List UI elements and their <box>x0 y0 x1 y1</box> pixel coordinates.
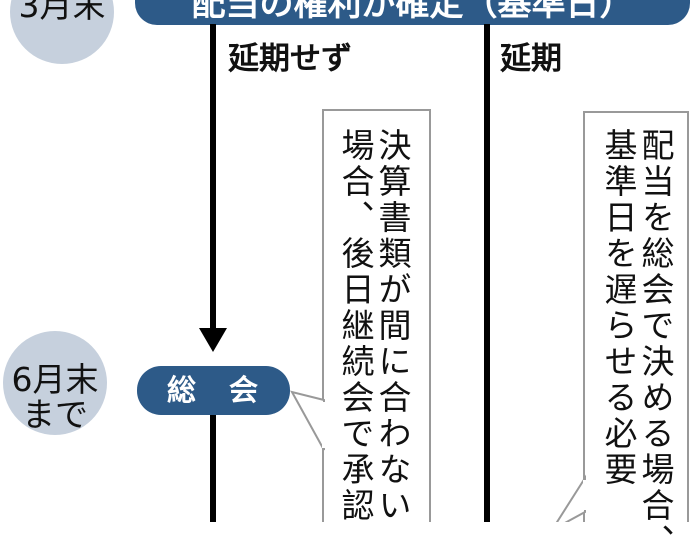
note-left-line1: 決算書類が間に合わない <box>373 128 412 524</box>
banner-title: 配当の権利が確定（基準日） <box>191 0 634 24</box>
note-right-line1: 配当を総会で決める場合、 <box>636 128 675 560</box>
meeting-label: 総 会 <box>166 373 260 407</box>
note-right-box <box>583 111 689 522</box>
note-left-line2: 場合、後日継続会で承認 <box>336 128 375 524</box>
note-right-tail <box>555 474 586 522</box>
march-label: 3月末 <box>18 0 106 25</box>
june-label-line1: 6月末 <box>11 360 99 399</box>
arrow-down-icon <box>199 328 227 352</box>
branch-no-postpone: 延期せず <box>228 41 352 77</box>
march-circle <box>10 0 114 64</box>
june-circle <box>3 331 107 435</box>
branch-postpone: 延期 <box>500 41 562 77</box>
note-right-line2: 基準日を遅らせる必要 <box>599 128 638 488</box>
june-label-line2: まで <box>22 395 88 434</box>
note-left-tail <box>290 390 325 451</box>
left-line-lower <box>210 412 216 522</box>
note-left-box <box>322 109 431 522</box>
meeting-pill-bg <box>137 366 290 415</box>
right-line <box>484 24 490 522</box>
left-line-upper <box>210 24 216 336</box>
banner-bg <box>135 0 690 25</box>
diagram-graphics <box>3 0 690 522</box>
